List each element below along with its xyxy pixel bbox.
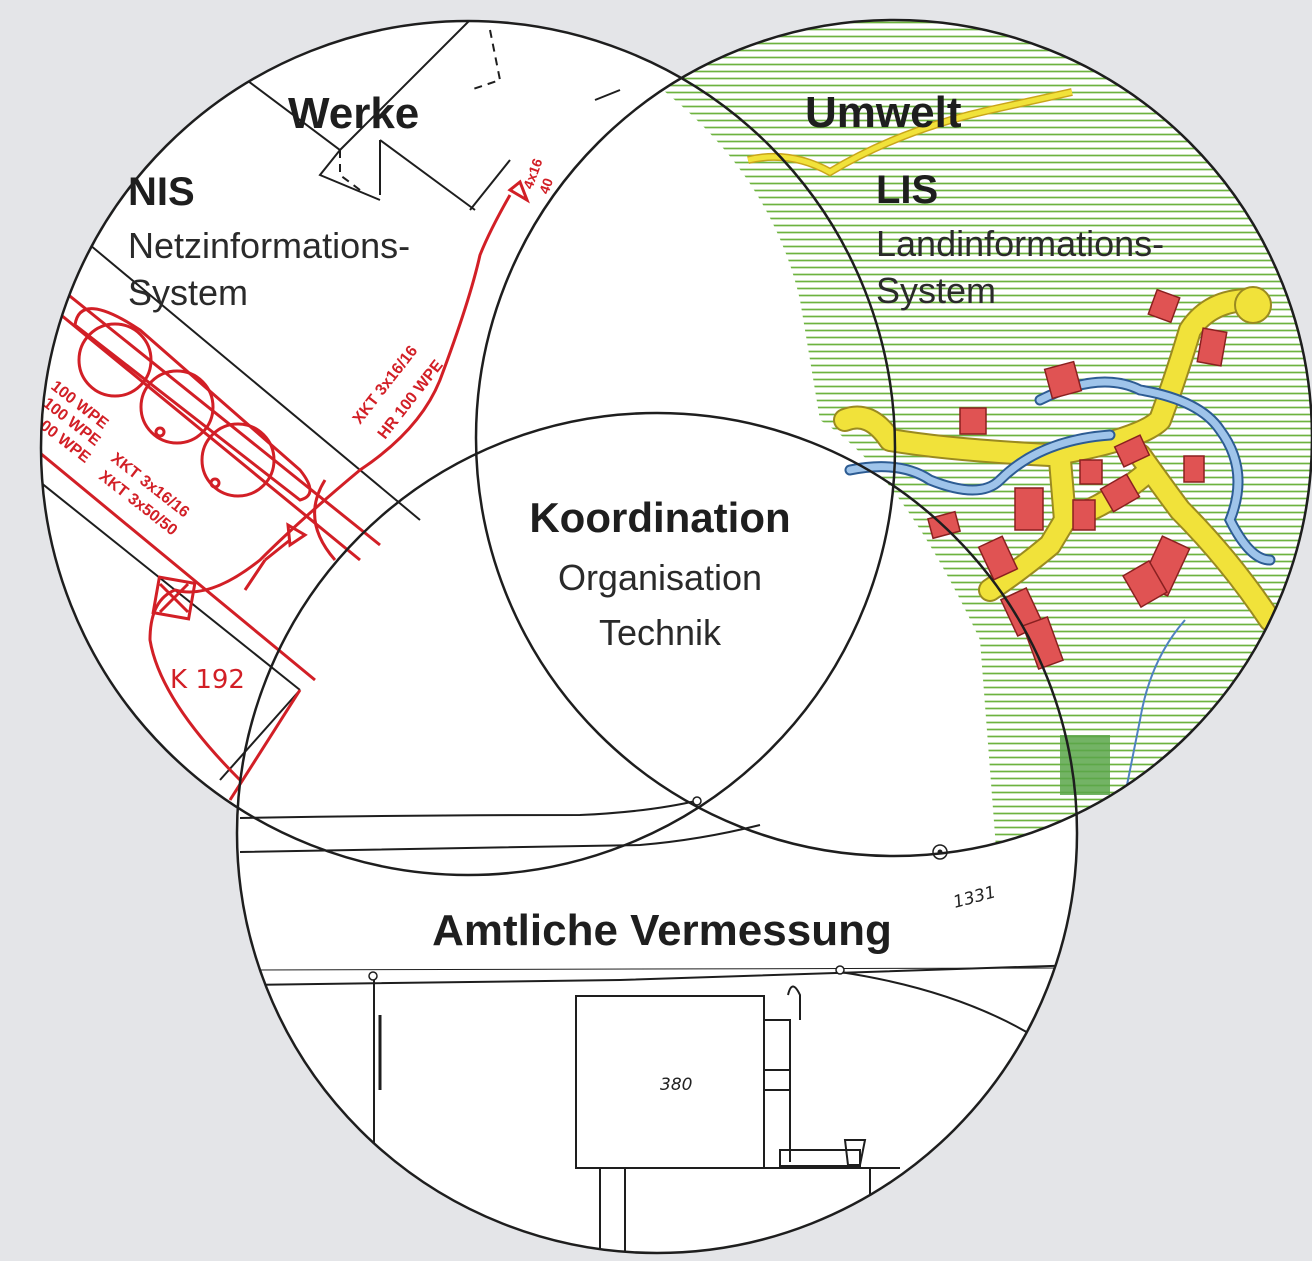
- nis-heading: NIS: [128, 170, 195, 214]
- av-map: 1331 380: [239, 796, 1077, 1253]
- av-circle: [235, 411, 1079, 1255]
- lis-circle: [474, 18, 1312, 858]
- av-heading: Amtliche Vermessung: [432, 906, 892, 955]
- lis-heading: LIS: [876, 168, 938, 212]
- av-circle-fill: [237, 413, 1077, 1253]
- umwelt-label: Umwelt: [805, 88, 962, 137]
- small-cable-label-2: 40: [536, 176, 556, 196]
- center-heading: Koordination: [529, 494, 790, 541]
- nis-subtitle-2: System: [128, 272, 248, 313]
- nis-circle: [39, 19, 897, 877]
- lis-map: [640, 20, 1312, 856]
- building-number-label: 380: [660, 1075, 692, 1095]
- station-label: K 192: [170, 665, 245, 695]
- center-line-1: Organisation: [558, 557, 762, 598]
- lis-subtitle-1: Landinformations-: [876, 223, 1164, 264]
- center-line-2: Technik: [599, 612, 722, 653]
- lis-subtitle-2: System: [876, 270, 996, 311]
- werke-label: Werke: [288, 89, 419, 138]
- nis-subtitle-1: Netzinformations-: [128, 225, 410, 266]
